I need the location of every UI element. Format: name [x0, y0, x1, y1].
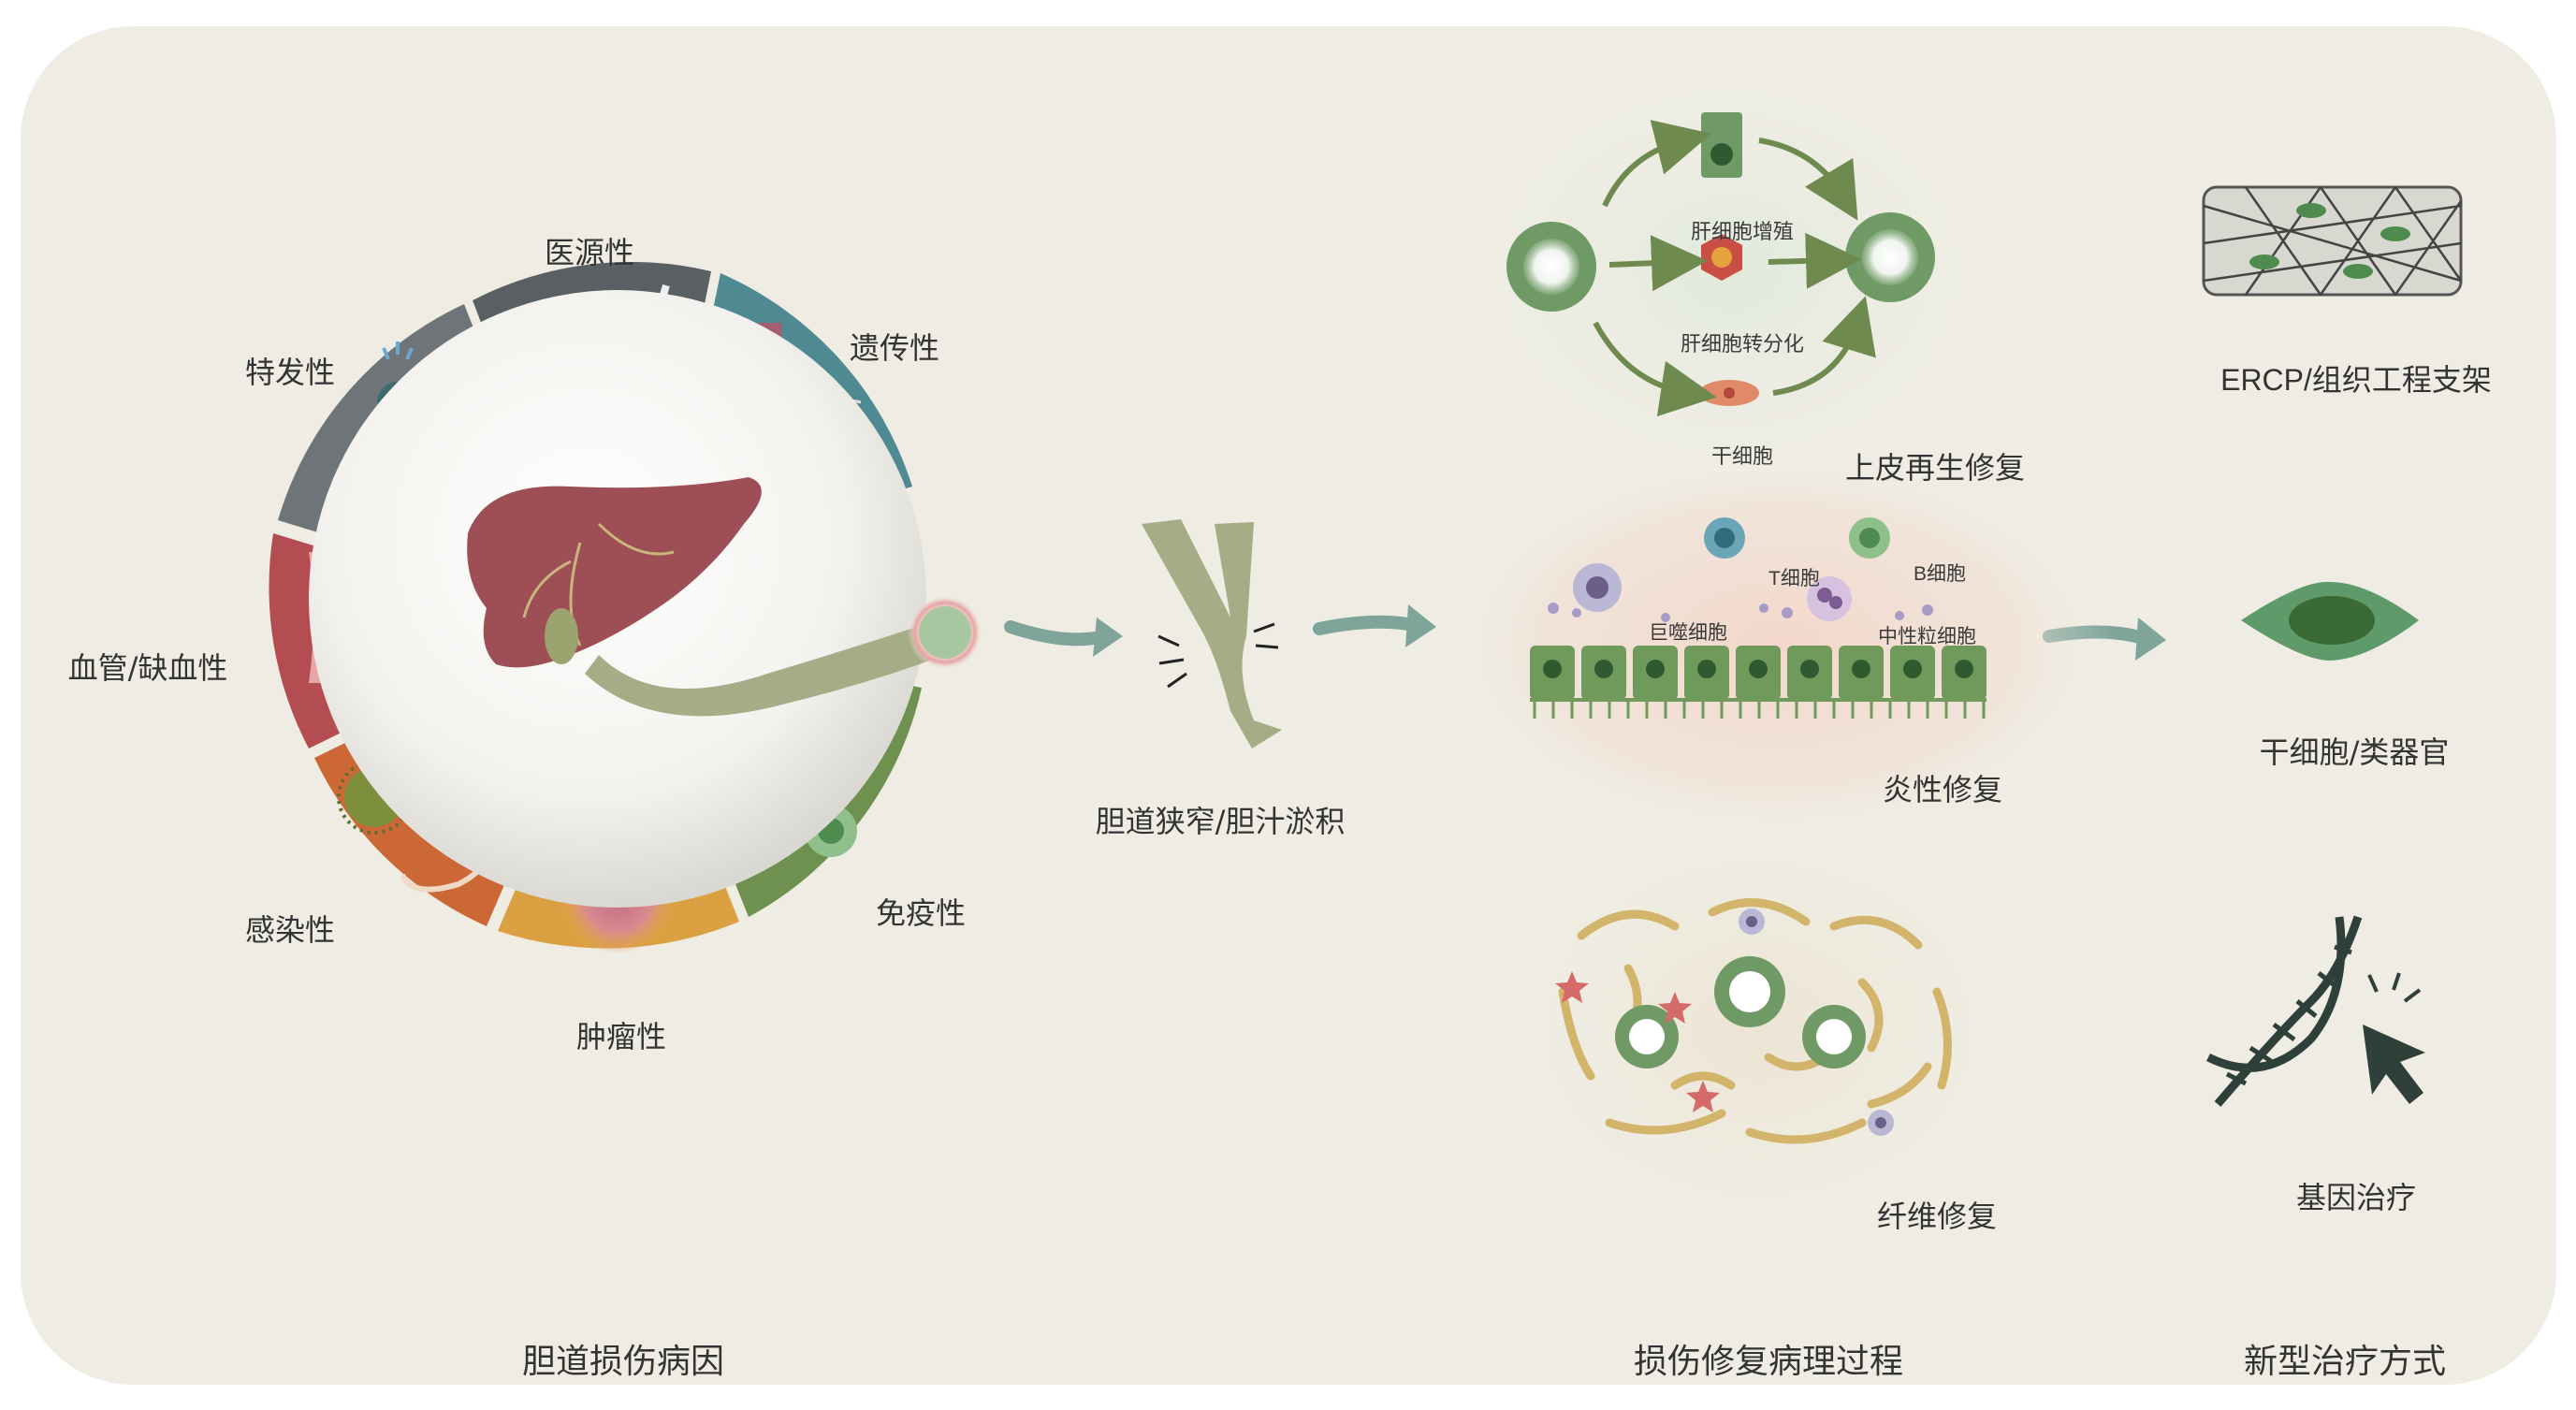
label-stenosis: 胆道狭窄/胆汁淤积 — [1095, 804, 1346, 839]
damaged-duct-icon — [1506, 222, 1596, 312]
epithelium-row — [1530, 646, 1987, 719]
label-stem-cell: 干细胞 — [1710, 445, 1774, 469]
figure-panel: 医源性 特发性 遗传性 血管/缺血性 免疫性 感染性 肿瘤性 胆道狭窄/胆汁淤积… — [21, 26, 2556, 1385]
inflammatory-halo — [1441, 449, 2115, 842]
label-immune: 免疫性 — [875, 895, 967, 931]
inflammatory-repair — [1530, 517, 1987, 719]
fibrotic-duct-2 — [1615, 1005, 1679, 1068]
epithelial-regeneration — [1506, 112, 1935, 417]
label-infectious: 感染性 — [244, 912, 336, 948]
fibrotic-duct-3 — [1802, 1005, 1866, 1068]
fibrotic-halo — [1450, 786, 2068, 1272]
label-inflammatory-repair: 炎性修复 — [1882, 772, 2003, 807]
star-cell-icon — [1555, 971, 1589, 1003]
label-hepatocyte-proliferation: 肝细胞增殖 — [1690, 221, 1795, 244]
diagram-art — [269, 56, 2463, 1272]
label-stem-cell-organoid: 干细胞/类器官 — [2259, 734, 2450, 770]
arrow-to-injury — [1004, 620, 1111, 647]
label-tumor: 肿瘤性 — [575, 1019, 667, 1054]
fibrotic-duct-1 — [1714, 956, 1785, 1027]
label-vascular: 血管/缺血性 — [67, 650, 228, 686]
dna-helix-icon — [2205, 915, 2363, 1107]
label-idiopathic: 特发性 — [244, 355, 336, 390]
label-gene-therapy: 基因治疗 — [2295, 1180, 2417, 1215]
liver-icon — [467, 477, 762, 668]
cause-wheel — [269, 261, 982, 954]
cursor-icon — [2363, 972, 2425, 1104]
label-b-cell: B细胞 — [1914, 563, 1967, 585]
stent-icon — [2202, 185, 2463, 297]
label-t-cell: T细胞 — [1768, 568, 1820, 589]
bile-duct-tube — [585, 618, 945, 717]
stenosis-duct-icon — [1142, 519, 1282, 749]
section-title-process: 损伤修复病理过程 — [1633, 1343, 1904, 1381]
arrow-to-repair — [1313, 615, 1419, 635]
label-hepatocyte-transdiff: 肝细胞转分化 — [1680, 333, 1805, 356]
label-genetic: 遗传性 — [849, 330, 940, 366]
regenerated-duct-icon — [1845, 212, 1935, 302]
label-fibrotic-repair: 纤维修复 — [1876, 1199, 1998, 1234]
fibrotic-repair — [1555, 898, 1952, 1144]
label-epithelial-regeneration: 上皮再生修复 — [1844, 450, 2026, 486]
label-macrophage: 巨噬细胞 — [1649, 621, 1727, 644]
section-title-therapy: 新型治疗方式 — [2243, 1343, 2447, 1381]
section-title-causes: 胆道损伤病因 — [521, 1343, 725, 1381]
label-ercp: ERCP/组织工程支架 — [2220, 363, 2492, 397]
label-neutrophil: 中性粒细胞 — [1878, 625, 1976, 647]
stem-cell-therapy-icon — [2241, 581, 2419, 661]
label-iatrogenic: 医源性 — [544, 235, 635, 270]
